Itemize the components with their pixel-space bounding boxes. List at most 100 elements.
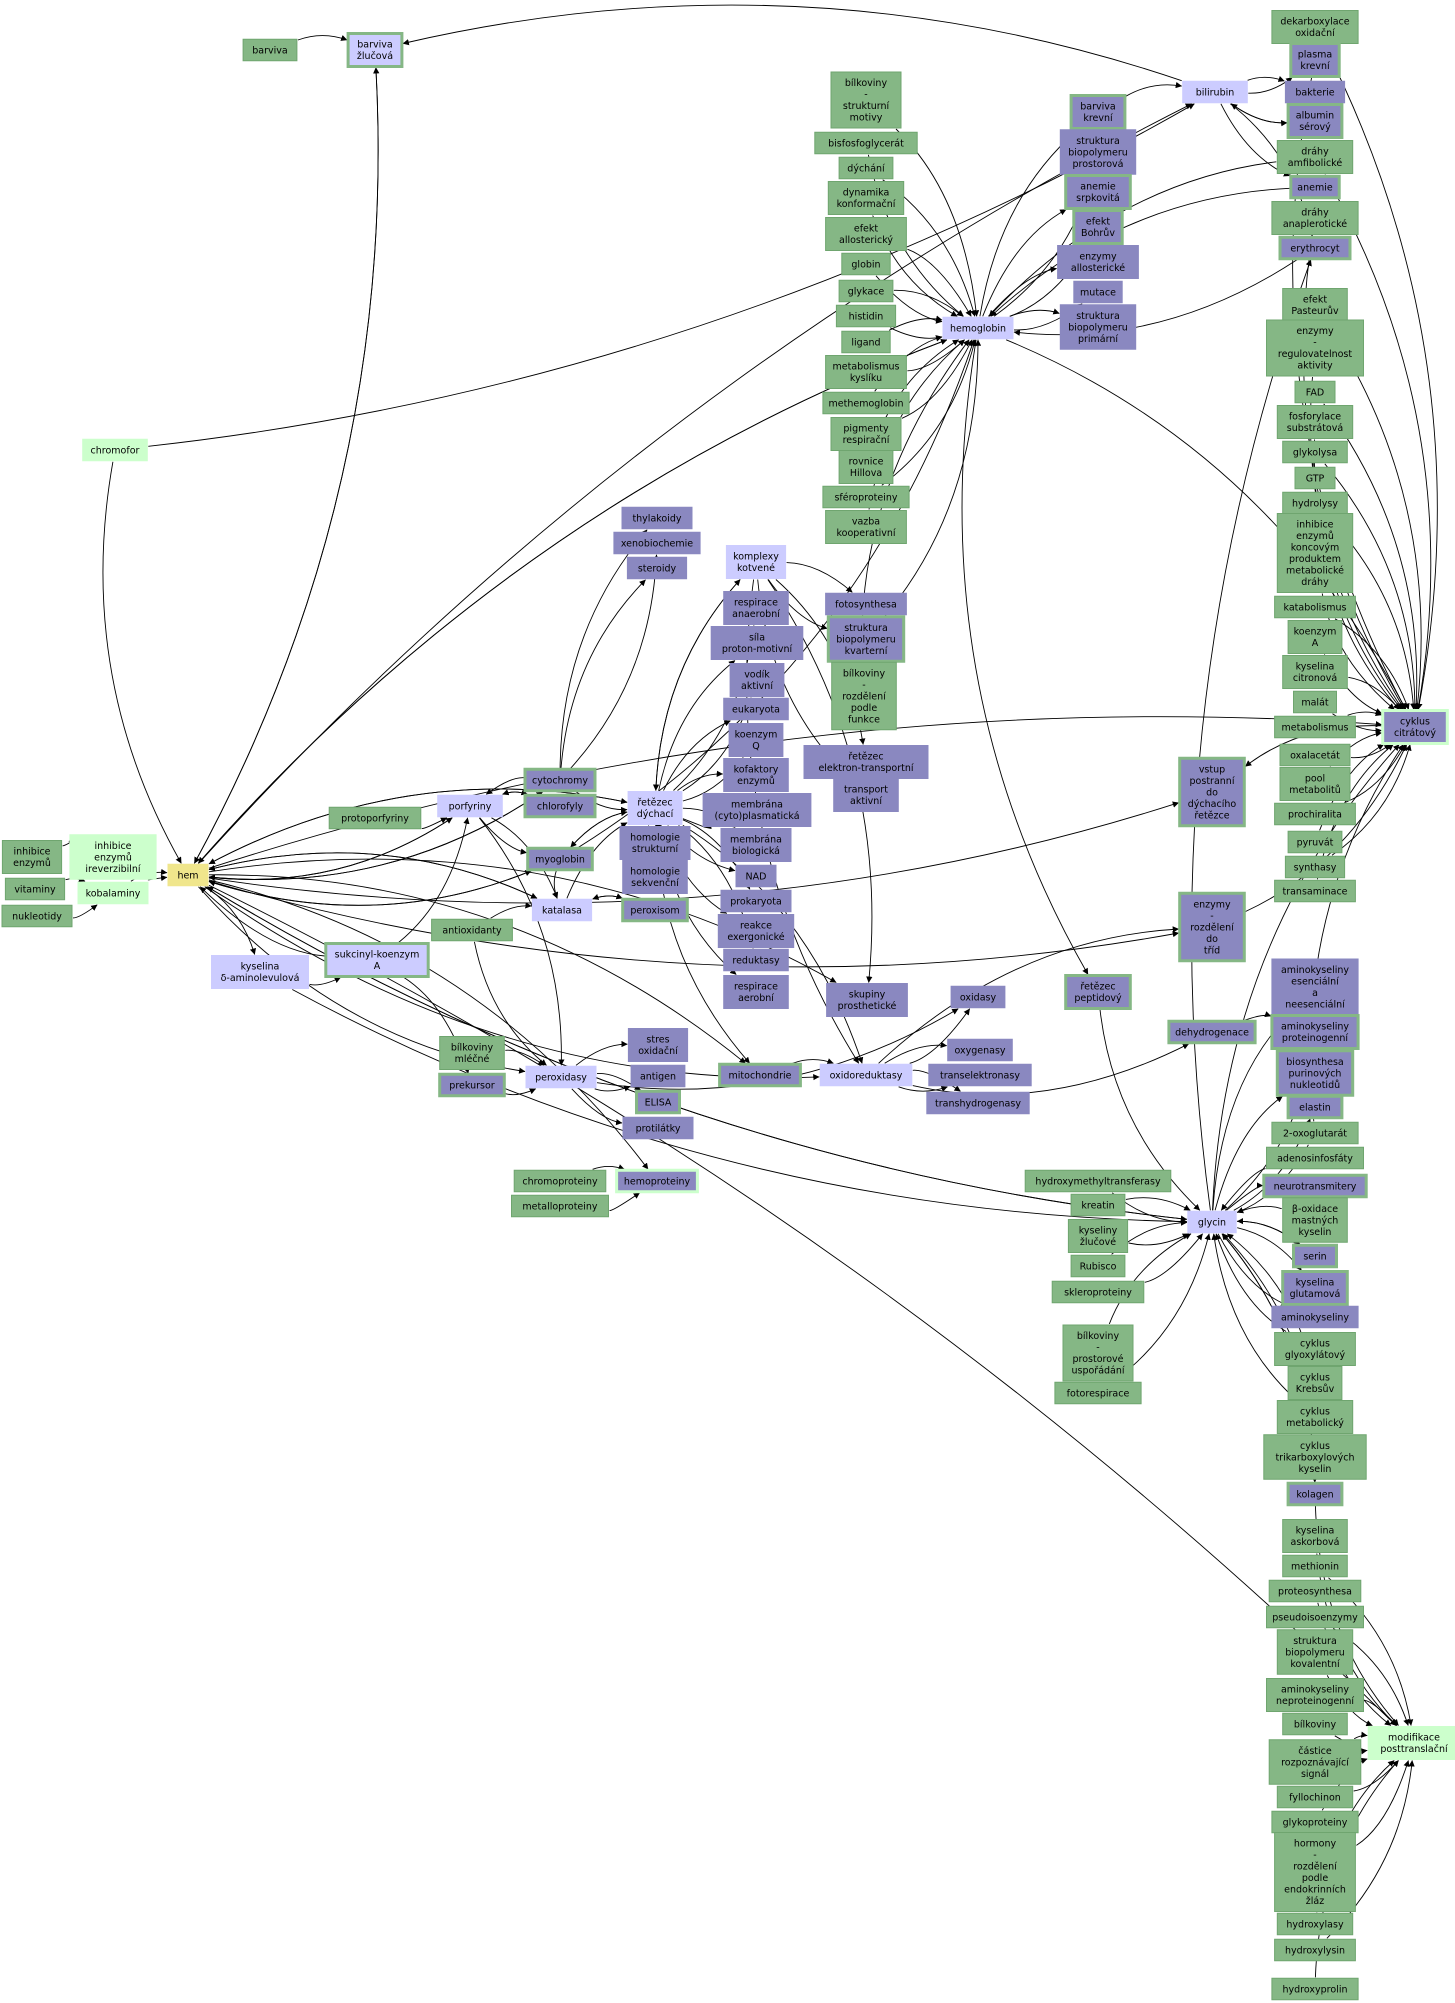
node-nukleotidy[interactable]: nukleotidy: [1, 904, 73, 928]
node-vitaminy[interactable]: vitaminy: [4, 877, 66, 901]
node-prochiralita[interactable]: prochiralita: [1274, 802, 1356, 826]
node-protilatky[interactable]: protilátky: [622, 1116, 694, 1140]
node-histidin[interactable]: histidin: [835, 304, 897, 328]
node-hemoproteiny[interactable]: hemoproteiny: [615, 1168, 699, 1194]
node-metalloproteiny[interactable]: metalloproteiny: [511, 1194, 609, 1218]
node-fyllochinon[interactable]: fyllochinon: [1276, 1785, 1354, 1809]
node-peroxisom[interactable]: peroxisom: [621, 897, 689, 923]
node-transhydrogenasy[interactable]: transhydrogenasy: [926, 1091, 1030, 1115]
node-thylakoidy[interactable]: thylakoidy: [621, 506, 693, 530]
node-neurotransmitery[interactable]: neurotransmitery: [1262, 1173, 1368, 1199]
node-glykolysa[interactable]: glykolysa: [1282, 440, 1348, 464]
node-membrana-cyto[interactable]: membrána(cyto)plasmatická: [702, 793, 812, 827]
node-peroxidasy[interactable]: peroxidasy: [525, 1065, 597, 1089]
node-metabolismus[interactable]: metabolismus: [1274, 715, 1356, 739]
node-chlorofyly[interactable]: chlorofyly: [523, 793, 597, 819]
node-bisfosfoglycerat[interactable]: bisfosfoglycerát: [814, 131, 918, 155]
node-rubisco[interactable]: Rubisco: [1070, 1254, 1126, 1278]
node-hydroxylysin[interactable]: hydroxylysin: [1274, 1938, 1356, 1962]
node-glykoproteiny[interactable]: glykoproteiny: [1271, 1810, 1359, 1834]
node-chromofor[interactable]: chromofor: [82, 438, 148, 462]
node-glykace[interactable]: glykace: [838, 279, 894, 303]
node-xenobiochemie[interactable]: xenobiochemie: [613, 531, 701, 555]
node-malat[interactable]: malát: [1293, 690, 1337, 714]
node-hem[interactable]: hem: [167, 863, 209, 887]
node-prekursor[interactable]: prekursor: [438, 1072, 506, 1098]
node-antigen[interactable]: antigen: [630, 1064, 686, 1088]
node-aminokyseliny[interactable]: aminokyseliny: [1271, 1305, 1359, 1329]
node-protoporfyriny[interactable]: protoporfyriny: [328, 806, 422, 830]
node-hydrolysy[interactable]: hydrolysy: [1282, 491, 1348, 515]
node-dychani[interactable]: dýchání: [838, 156, 894, 180]
node-bilkoviny[interactable]: bílkoviny: [1282, 1712, 1348, 1736]
node-kreatin[interactable]: kreatin: [1070, 1193, 1126, 1217]
node-skleroproteiny[interactable]: skleroproteiny: [1051, 1280, 1145, 1304]
node-transelektronasy[interactable]: transelektronasy: [928, 1063, 1032, 1087]
node-kolagen[interactable]: kolagen: [1286, 1481, 1344, 1507]
node-anemie[interactable]: anemie: [1289, 174, 1341, 200]
node-proteosynthesa[interactable]: proteosynthesa: [1268, 1579, 1362, 1603]
node-fotosynthesa[interactable]: fotosynthesa: [825, 592, 907, 616]
node-nad[interactable]: NAD: [735, 864, 777, 888]
node-elastin[interactable]: elastin: [1286, 1094, 1344, 1120]
node-bilirubin[interactable]: bilirubin: [1182, 80, 1248, 104]
node-hydroxymethyl[interactable]: hydroxymethyltransferasy: [1024, 1169, 1172, 1193]
node-reduktasy[interactable]: reduktasy: [723, 948, 789, 972]
node-hydroxyprolin[interactable]: hydroxyprolin: [1271, 1977, 1359, 2001]
node-cytochromy[interactable]: cytochromy: [523, 767, 597, 793]
node-mitochondrie[interactable]: mitochondrie: [718, 1062, 802, 1088]
node-glycin[interactable]: glycin: [1187, 1210, 1237, 1234]
node-synthasy[interactable]: synthasy: [1284, 855, 1346, 879]
node-eukaryota[interactable]: eukaryota: [723, 697, 789, 721]
node-oxidoreduktasy[interactable]: oxidoreduktasy: [819, 1063, 913, 1087]
